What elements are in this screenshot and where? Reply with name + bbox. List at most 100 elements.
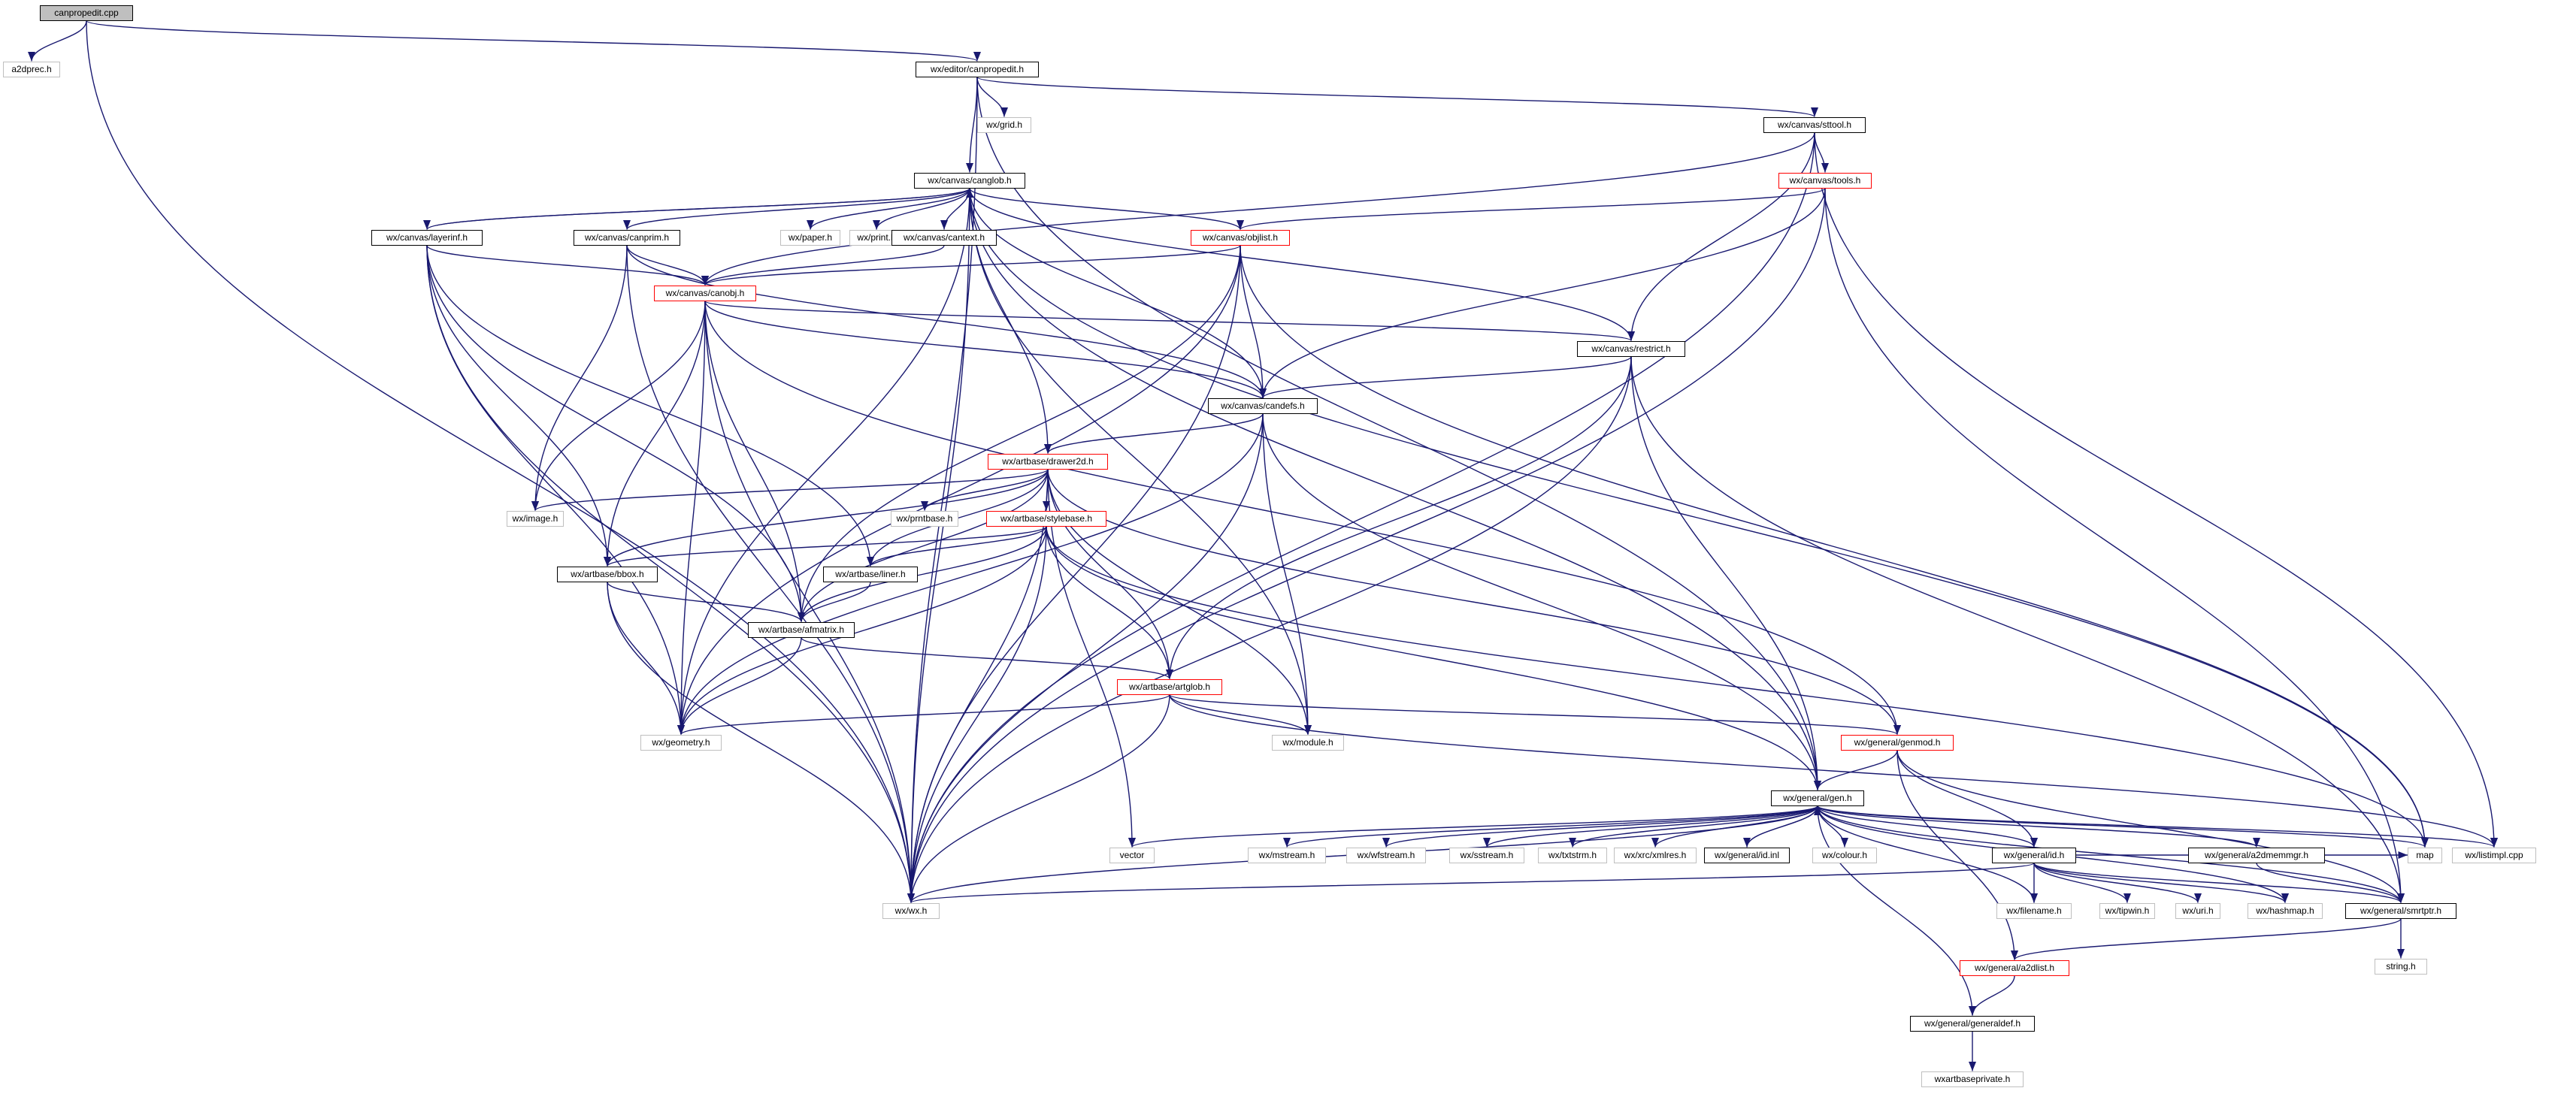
node-drawer2d-h[interactable]: wx/artbase/drawer2d.h [988, 453, 1108, 470]
edge-drawer2d_h-to-artglob_h [1047, 469, 1174, 679]
node-wxartbaseprivate-h[interactable]: wxartbaseprivate.h [1921, 1071, 2024, 1087]
node-sstream-h[interactable]: wx/sstream.h [1449, 847, 1524, 863]
edge-restrict_h-to-smrtptr_h [1630, 356, 2405, 903]
node-colour-h[interactable]: wx/colour.h [1812, 847, 1877, 863]
edge-sttool_h-to-listimpl_cpp [1814, 132, 2499, 848]
edge-candefs_h-to-drawer2d_h [1044, 413, 1264, 454]
node-tipwin-h[interactable]: wx/tipwin.h [2099, 902, 2155, 919]
node-cantext-h[interactable]: wx/canvas/cantext.h [891, 229, 997, 246]
node-prntbase-h[interactable]: wx/prntbase.h [891, 510, 958, 527]
node-editor-canpropedit-h[interactable]: wx/editor/canpropedit.h [916, 61, 1039, 77]
edge-gen_h-to-listimpl_cpp [1817, 805, 2498, 848]
node-a2dlist-h[interactable]: wx/general/a2dlist.h [1960, 960, 2069, 976]
edge-layerinf_h-to-canglob_h [426, 187, 973, 231]
edge-canobj_h-to-geometry_h [677, 301, 706, 735]
edge-editor_canpropedit_h-to-gen_h [976, 77, 1822, 790]
node-liner-h[interactable]: wx/artbase/liner.h [823, 566, 918, 582]
node-wfstream-h[interactable]: wx/wfstream.h [1346, 847, 1426, 863]
edge-drawer2d_h-to-vector [1047, 469, 1137, 848]
edge-tools_h-to-candefs_h [1259, 188, 1826, 398]
node-grid-h[interactable]: wx/grid.h [977, 116, 1031, 133]
node-listimpl-cpp[interactable]: wx/listimpl.cpp [2452, 847, 2536, 863]
node-canobj-h[interactable]: wx/canvas/canobj.h [654, 285, 756, 301]
edge-liner_h-to-afmatrix_h [798, 582, 871, 622]
node-a2dmemmgr-h[interactable]: wx/general/a2dmemmgr.h [2188, 847, 2325, 863]
node-stylebase-h[interactable]: wx/artbase/stylebase.h [986, 510, 1106, 527]
edge-canglob_h-to-gen_h [969, 188, 1822, 790]
node-wx-h[interactable]: wx/wx.h [882, 902, 940, 919]
node-a2dprec-h[interactable]: a2dprec.h [3, 61, 60, 77]
node-hashmap-h[interactable]: wx/hashmap.h [2248, 902, 2323, 919]
edge-tools_h-to-objlist_h [1237, 187, 1826, 231]
node-genmod-h[interactable]: wx/general/genmod.h [1841, 734, 1954, 751]
edge-id_inl-to-gen_h [1746, 805, 1821, 848]
edge-id_h-to-uri_h [2033, 863, 2202, 903]
edge-drawer2d_h-to-bbox_h [604, 469, 1049, 567]
edge-restrict_h-to-gen_h [1630, 356, 1822, 790]
node-geometry-h[interactable]: wx/geometry.h [640, 734, 722, 751]
edge-canglob_h-to-restrict_h [969, 188, 1635, 341]
edge-drawer2d_h-to-genmod_h [1047, 469, 1901, 735]
node-string-h[interactable]: string.h [2375, 958, 2427, 975]
edge-drawer2d_h-to-liner_h [867, 469, 1049, 567]
node-generaldef-h[interactable]: wx/general/generaldef.h [1910, 1015, 2035, 1032]
edge-restrict_h-to-candefs_h [1259, 355, 1632, 399]
node-artglob-h[interactable]: wx/artbase/artglob.h [1117, 678, 1222, 695]
node-txtstrm-h[interactable]: wx/txtstrm.h [1538, 847, 1607, 863]
edge-genmod_h-to-id_h [1896, 750, 2039, 848]
edge-layerinf_h-to-canobj_h [426, 245, 709, 286]
node-candefs-h[interactable]: wx/canvas/candefs.h [1208, 397, 1318, 414]
edge-canobj_h-to-restrict_h [704, 300, 1635, 342]
edge-canobj_h-to-image_h [531, 301, 706, 511]
node-uri-h[interactable]: wx/uri.h [2175, 902, 2220, 919]
edge-canglob_h-to-canprim_h [623, 187, 970, 231]
edge-canobj_h-to-bbox_h [603, 301, 706, 567]
node-canpropedit-cpp[interactable]: canpropedit.cpp [40, 5, 133, 21]
node-canglob-h[interactable]: wx/canvas/canglob.h [914, 172, 1025, 189]
node-module-h[interactable]: wx/module.h [1272, 734, 1344, 751]
edge-canglob_h-to-wx_h [907, 188, 970, 903]
node-id-h[interactable]: wx/general/id.h [1992, 847, 2076, 863]
node-map[interactable]: map [2408, 847, 2442, 863]
edge-stylebase_h-to-gen_h [1046, 526, 1821, 790]
node-image-h[interactable]: wx/image.h [507, 510, 564, 527]
node-gen-h[interactable]: wx/general/gen.h [1771, 790, 1864, 806]
node-restrict-h[interactable]: wx/canvas/restrict.h [1577, 340, 1685, 357]
edge-canglob_h-to-candefs_h [969, 188, 1267, 398]
edge-objlist_h-to-map [1240, 245, 2429, 848]
edge-gen_h-to-generaldef_h [1817, 805, 1977, 1016]
node-bbox-h[interactable]: wx/artbase/bbox.h [557, 566, 658, 582]
edge-artglob_h-to-module_h [1169, 694, 1312, 735]
node-smrtptr-h[interactable]: wx/general/smrtptr.h [2345, 902, 2456, 919]
edge-canpropedit_cpp-to-wx_h [86, 20, 916, 903]
edge-canpropedit_cpp-to-a2dprec_h [27, 20, 87, 62]
node-xmlres-h[interactable]: wx/xrc/xmlres.h [1614, 847, 1697, 863]
node-sttool-h[interactable]: wx/canvas/sttool.h [1763, 116, 1866, 133]
edge-canobj_h-to-wx_h [704, 301, 916, 903]
edge-id_h-to-smrtptr_h [2033, 862, 2405, 904]
edge-restrict_h-to-artglob_h [1166, 356, 1632, 679]
edge-sttool_h-to-restrict_h [1627, 132, 1815, 341]
node-objlist-h[interactable]: wx/canvas/objlist.h [1191, 229, 1290, 246]
edge-gen_h-to-vector [1128, 805, 1818, 848]
node-paper-h[interactable]: wx/paper.h [780, 229, 840, 246]
edge-genmod_h-to-gen_h [1814, 750, 1898, 790]
edge-genmod_h-to-a2dlist_h [1896, 750, 2019, 960]
edge-artglob_h-to-genmod_h [1169, 694, 1901, 736]
node-layerinf-h[interactable]: wx/canvas/layerinf.h [371, 229, 483, 246]
edge-gen_h-to-a2dmemmgr_h [1817, 805, 2260, 848]
edge-candefs_h-to-wx_h [907, 413, 1264, 903]
node-filename-h[interactable]: wx/filename.h [1996, 902, 2072, 919]
edge-canprim_h-to-candefs_h [626, 245, 1267, 398]
edge-drawer2d_h-to-wx_h [907, 469, 1049, 903]
edge-layerinf_h-to-bbox_h [426, 245, 612, 567]
node-id-inl[interactable]: wx/general/id.inl [1704, 847, 1790, 863]
node-canprim-h[interactable]: wx/canvas/canprim.h [574, 229, 680, 246]
node-mstream-h[interactable]: wx/mstream.h [1248, 847, 1326, 863]
edge-gen_h-to-id_h [1817, 805, 2038, 848]
node-tools-h[interactable]: wx/canvas/tools.h [1778, 172, 1872, 189]
node-vector[interactable]: vector [1109, 847, 1155, 863]
edge-a2dmemmgr_h-to-smrtptr_h [2256, 863, 2405, 903]
node-afmatrix-h[interactable]: wx/artbase/afmatrix.h [748, 621, 855, 638]
